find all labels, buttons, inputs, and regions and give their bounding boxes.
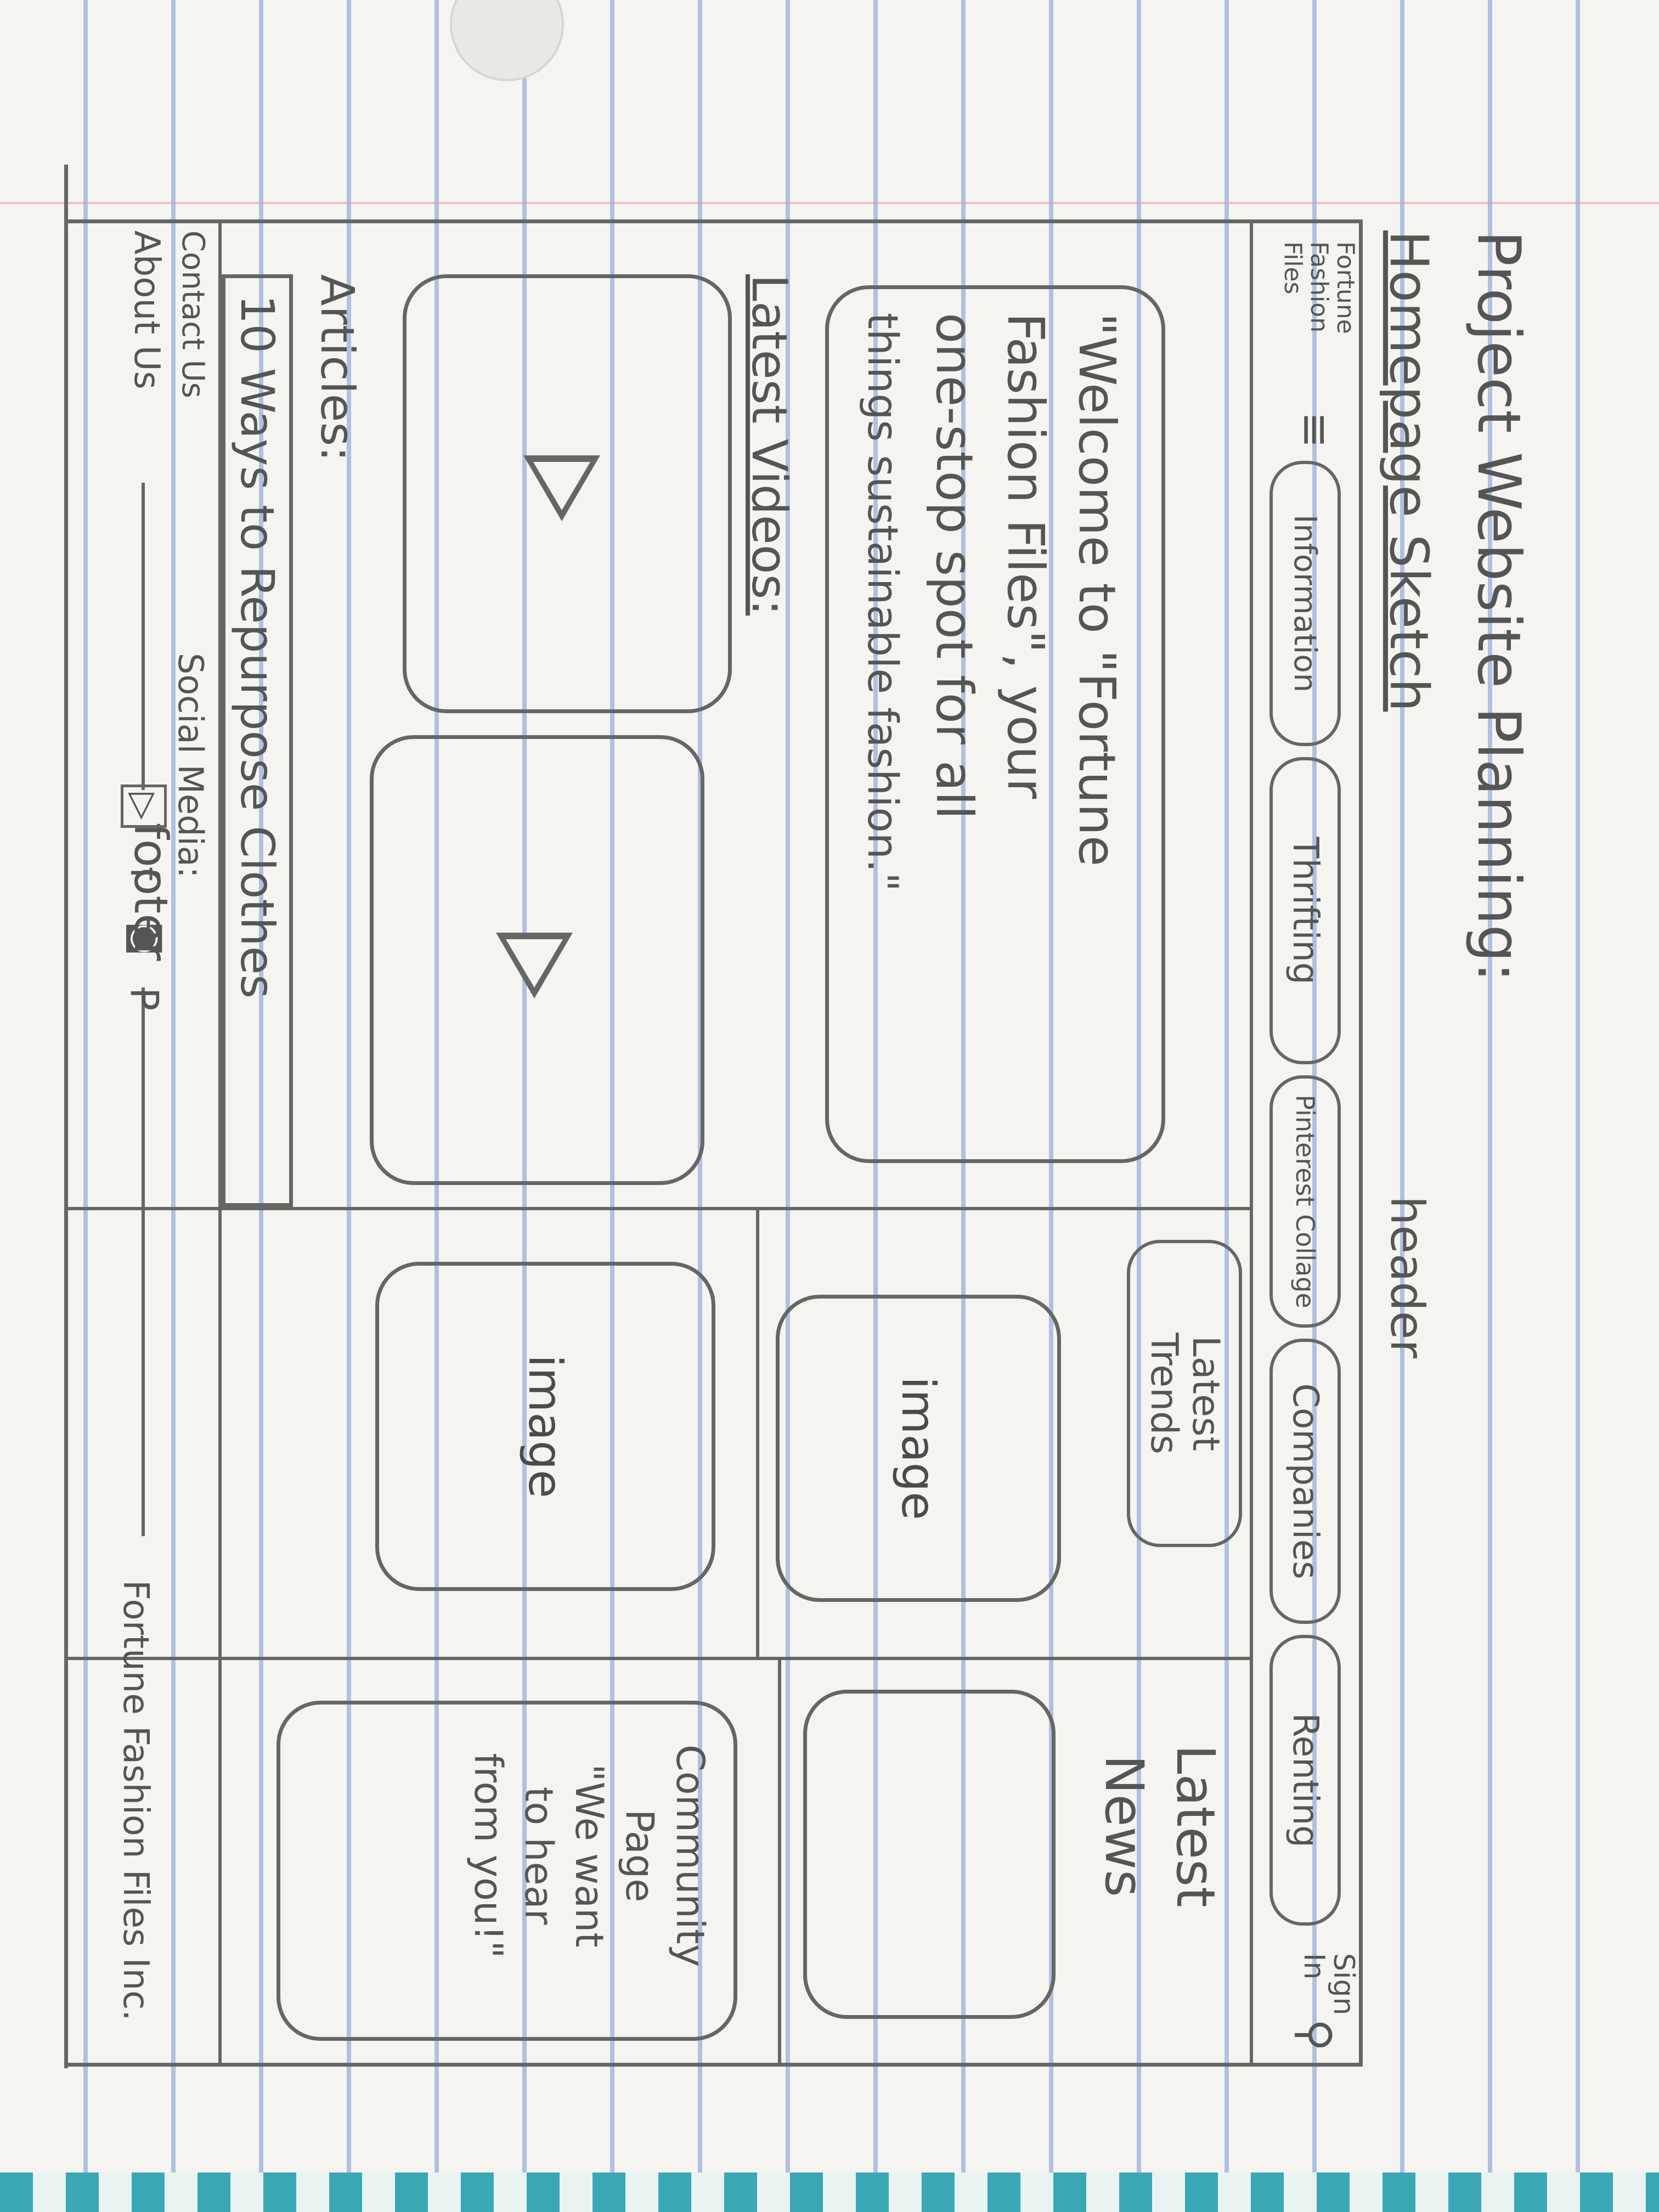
community-line-2: Page <box>617 1809 662 1903</box>
hero-line-2: Fashion Files", your <box>996 313 1055 799</box>
nav-renting[interactable]: Renting <box>1269 1635 1341 1926</box>
latest-news-heading: Latest News <box>1088 1745 1231 1908</box>
latest-trends-line-2: Trends <box>1142 1333 1186 1454</box>
logo-line-3: Files <box>1279 241 1307 295</box>
instagram-icon[interactable]: ◙ <box>126 922 167 956</box>
sign-in-line-1: Sign <box>1327 1953 1360 2016</box>
logo-line-2: Fashion <box>1305 241 1333 333</box>
frame-bottom <box>64 165 68 2068</box>
logo-line-1: Fortune <box>1331 241 1359 334</box>
frame-top <box>1359 219 1363 2063</box>
community-line-1: Community <box>668 1745 713 1967</box>
trend-image-2-label: image <box>518 1355 572 1498</box>
community-page-text: Community Page "We want to hear from you… <box>463 1745 715 1967</box>
latest-trends-line-1: Latest <box>1184 1335 1227 1452</box>
table-pattern <box>0 2172 1659 2212</box>
nav-companies[interactable]: Companies <box>1269 1339 1341 1624</box>
nav-thrifting[interactable]: Thrifting <box>1269 757 1341 1064</box>
latest-news-line-2: News <box>1093 1754 1155 1898</box>
contact-us-link[interactable]: Contact Us <box>175 230 211 398</box>
trend-image-2[interactable]: image <box>375 1262 715 1591</box>
column-divider-2 <box>68 1657 1253 1660</box>
social-media-label: Social Media: <box>171 653 211 878</box>
youtube-icon[interactable]: ▷ <box>121 785 167 828</box>
about-us-link[interactable]: About Us <box>126 230 167 390</box>
nav-information[interactable]: Information <box>1269 461 1341 746</box>
paper-margin-line <box>0 202 1659 204</box>
frame-right <box>68 2063 1363 2067</box>
menu-icon[interactable]: ≡ <box>1290 411 1341 449</box>
footer-callout-line-right <box>142 988 145 1536</box>
header-divider <box>1250 219 1253 2063</box>
user-icon[interactable]: ⚲ <box>1290 2019 1341 2051</box>
trend-image-1-label: image <box>891 1376 945 1520</box>
play-icon[interactable] <box>496 933 573 998</box>
sign-in-link[interactable]: Sign In <box>1297 1953 1360 2016</box>
facebook-icon[interactable]: f <box>122 867 167 881</box>
latest-trends-badge[interactable]: Latest Trends <box>1127 1240 1242 1547</box>
trend-image-1[interactable]: image <box>776 1295 1061 1602</box>
hero-line-3: one-stop spot for all <box>925 313 984 820</box>
footer-callout-line <box>142 483 145 790</box>
latest-videos-heading: Latest Videos: <box>741 274 798 616</box>
pinterest-icon[interactable]: P <box>122 988 167 1011</box>
sketch-title: Project Website Planning: <box>1464 230 1533 983</box>
sketch-subtitle: Homepage Sketch <box>1378 230 1440 712</box>
column-divider-1 <box>68 1207 1253 1210</box>
hero-line-1: "Welcome to "Fortune <box>1068 313 1126 867</box>
play-icon[interactable] <box>523 455 600 521</box>
latest-news-line-1: Latest <box>1165 1745 1226 1908</box>
latest-news-image[interactable] <box>803 1690 1056 2019</box>
nav-pinterest-collage[interactable]: Pinterest Collage <box>1269 1075 1341 1328</box>
copyright-text: Fortune Fashion Files Inc. <box>115 1580 156 2021</box>
community-line-5: from you!" <box>466 1753 511 1959</box>
sign-in-line-2: In <box>1297 1953 1330 1980</box>
header-callout: header <box>1380 1196 1434 1358</box>
article-link[interactable]: 10 Ways to Repurpose Clothes <box>222 274 293 1207</box>
community-line-4: to hear <box>516 1786 561 1925</box>
logo[interactable]: Fortune Fashion Files <box>1279 241 1359 334</box>
hero-welcome-text: "Welcome to "Fortune Fashion Files", you… <box>847 313 1132 891</box>
footer-divider <box>218 219 222 2063</box>
community-line-3: "We want <box>567 1764 612 1948</box>
row-divider-middle <box>756 1207 759 1657</box>
hero-line-4: things sustainable fashion." <box>859 313 907 892</box>
articles-heading: Articles: <box>311 274 364 462</box>
row-divider-right <box>778 1657 781 2063</box>
frame-left <box>68 219 1363 223</box>
